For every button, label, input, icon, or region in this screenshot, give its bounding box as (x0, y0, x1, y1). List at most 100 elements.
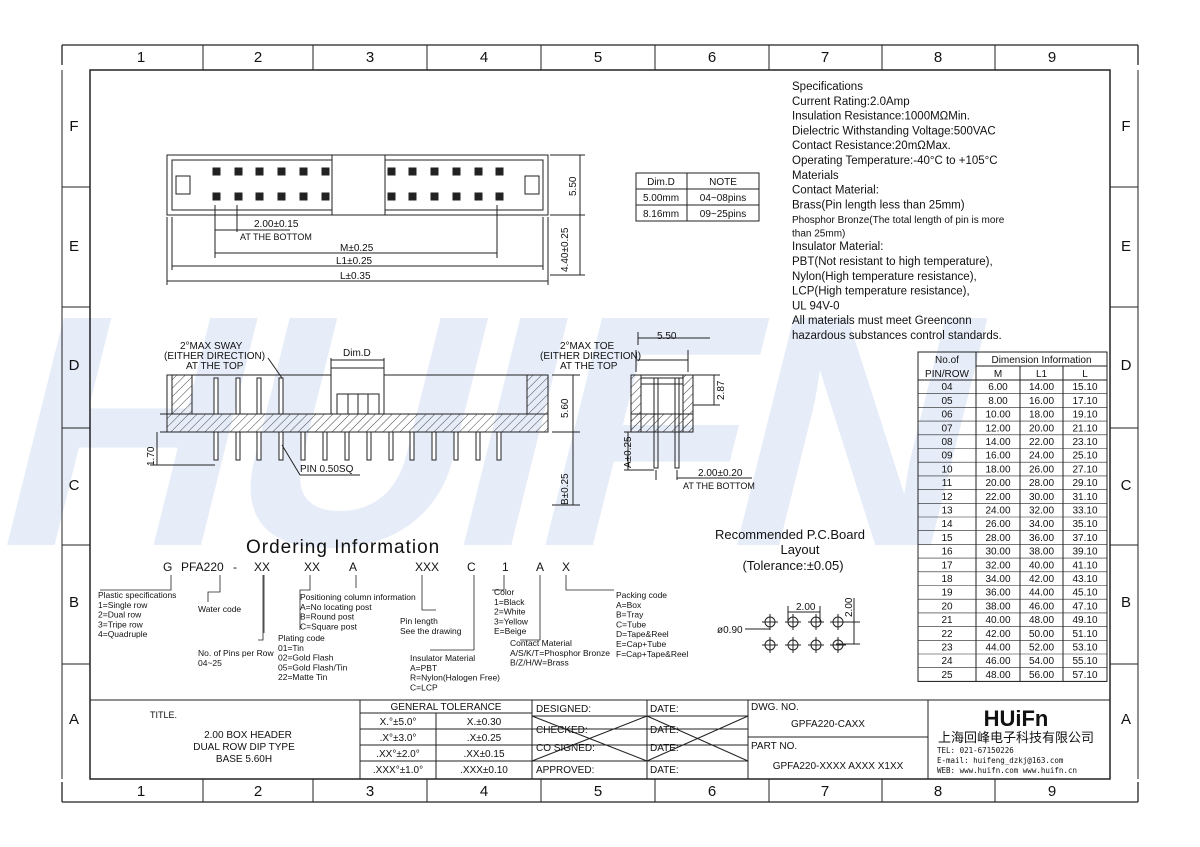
top-view-pins (212, 167, 504, 201)
positioning-line: C=Square post (300, 621, 358, 631)
dim-info-m: 26.00 (985, 519, 1010, 530)
dim-info-m: 32.00 (985, 560, 1010, 571)
pin-square (430, 167, 439, 176)
plating-code-line: 22=Matte Tin (278, 672, 328, 682)
order-code-segment: A (536, 560, 544, 574)
pin-square (255, 192, 264, 201)
contact-material-line: B/Z/H/W=Brass (510, 658, 569, 668)
dim-info-l: 19.10 (1072, 410, 1097, 421)
pin-square (299, 167, 308, 176)
dim-info-l: 33.10 (1072, 506, 1097, 517)
spec-line: than 25mm) (792, 229, 845, 240)
frame-top-number: 3 (366, 49, 374, 66)
pcb-title: Recommended P.C.Board (715, 527, 865, 542)
dim-5-60: 5.60 (560, 398, 571, 418)
pin-square (299, 192, 308, 201)
dim-info-m: 28.00 (985, 533, 1010, 544)
spec-line: Insulator Material: (792, 241, 883, 253)
frame-bottom-number: 2 (254, 783, 262, 800)
pin-tail (409, 431, 415, 461)
company-web: WEB: www.huifn.com www.huifn.cn (937, 766, 1077, 775)
frame-top-ticks (61, 45, 1139, 802)
frame-left-letter: E (69, 238, 79, 255)
insulator-line: Insulator Material (410, 653, 475, 663)
packing-code-line: D=Tape&Reel (616, 629, 669, 639)
spec-line: Phosphor Bronze(The total length of pin … (792, 215, 1005, 226)
order-code-segment: A (349, 560, 357, 574)
plastic-spec-line: Plastic specifications (98, 590, 176, 600)
plastic-spec-line: 2=Dual row (98, 610, 142, 620)
order-code-segment: XXX (415, 560, 439, 574)
frame-bottom-number: 5 (594, 783, 602, 800)
tol-1b: X.±0.30 (467, 717, 502, 728)
spec-line: Nylon(High temperature resistance), (792, 271, 977, 283)
pin-square (212, 167, 221, 176)
packing-code-line: Packing code (616, 590, 667, 600)
dim-info-m: 48.00 (985, 670, 1010, 681)
toe-label: 2°MAX TOE (560, 341, 615, 352)
tol-2a: .X°±3.0° (380, 733, 417, 744)
dim-info-l: 17.10 (1072, 396, 1097, 407)
pin-tail (235, 431, 241, 461)
frame-right-letter: C (1121, 477, 1132, 494)
top-view-dims: 2.00±0.15 AT THE BOTTOM M±0.25 L1±0.25 L… (240, 176, 579, 282)
ordering-title: Ordering Information (246, 537, 440, 558)
dim-info-l1: 42.00 (1029, 574, 1054, 585)
plastic-spec-line: 3=Tripe row (98, 619, 144, 629)
frame-top-number: 7 (821, 49, 829, 66)
dim-info-l1: 28.00 (1029, 478, 1054, 489)
dim-info-l1: 46.00 (1029, 601, 1054, 612)
pins-per-row-line: 04~25 (198, 658, 222, 668)
plastic-spec-line: 4=Quadruple (98, 629, 148, 639)
spec-line: LCP(High temperature resistance), (792, 286, 970, 298)
dim-info-m: 46.00 (985, 656, 1010, 667)
dim-info-m: 20.00 (985, 478, 1010, 489)
pin-tail (431, 431, 437, 461)
dim-info-l1: 38.00 (1029, 547, 1054, 558)
dim-info-l: 45.10 (1072, 588, 1097, 599)
dim-info-m: 36.00 (985, 588, 1010, 599)
color-line: Color (494, 587, 514, 597)
pin-square (234, 167, 243, 176)
dim-info-l1: 48.00 (1029, 615, 1054, 626)
order-code-segment: XX (304, 560, 320, 574)
spec-line: UL 94V-0 (792, 300, 840, 312)
dim-info-m: 44.00 (985, 643, 1010, 654)
sway-top: AT THE TOP (186, 361, 244, 372)
order-leader (520, 575, 541, 641)
plastic-spec-line: 1=Single row (98, 600, 148, 610)
dim-info-header-group: Dimension Information (991, 355, 1091, 366)
dim-info-l: 57.10 (1072, 670, 1097, 681)
pin-tail (388, 431, 394, 461)
dim-info-l1: 52.00 (1029, 643, 1054, 654)
spec-line: PBT(Not resistant to high temperature), (792, 256, 993, 268)
frame-bottom-number: 7 (821, 783, 829, 800)
title-block-text: TITLE. 2.00 BOX HEADER DUAL ROW DIP TYPE… (150, 702, 1094, 776)
side-view (150, 357, 580, 506)
dim-info-pin-count: 04 (941, 382, 953, 393)
frame-right-letter: A (1121, 711, 1131, 728)
pin-tail (475, 431, 481, 461)
tol-2b: .X±0.25 (467, 733, 502, 744)
dim-info-l1: 44.00 (1029, 588, 1054, 599)
pcb-subtitle: Layout (780, 542, 819, 557)
dim-info-l: 15.10 (1072, 382, 1097, 393)
dim-info-m: 16.00 (985, 451, 1010, 462)
pcb-layout: Recommended P.C.Board Layout (Tolerance:… (715, 527, 865, 653)
dim-l: L±0.35 (340, 271, 371, 282)
designed-date: DATE: (650, 704, 679, 715)
dim-info-l: 31.10 (1072, 492, 1097, 503)
tol-3b: .XX±0.15 (463, 749, 505, 760)
title-line-2: DUAL ROW DIP TYPE (193, 742, 295, 753)
dim-l1: L1±0.25 (336, 256, 373, 267)
dim-info-l1: 20.00 (1029, 423, 1054, 434)
title-line-1: 2.00 BOX HEADER (204, 730, 292, 741)
ordering-leaders (100, 575, 614, 651)
order-leader (299, 575, 311, 630)
dim-b: B±0.25 (560, 473, 571, 505)
frame-right-letter: F (1121, 118, 1130, 135)
dim-info-pin-count: 07 (941, 423, 953, 434)
dim-info-pin-count: 23 (941, 643, 953, 654)
dim-info-l1: 16.00 (1029, 396, 1054, 407)
